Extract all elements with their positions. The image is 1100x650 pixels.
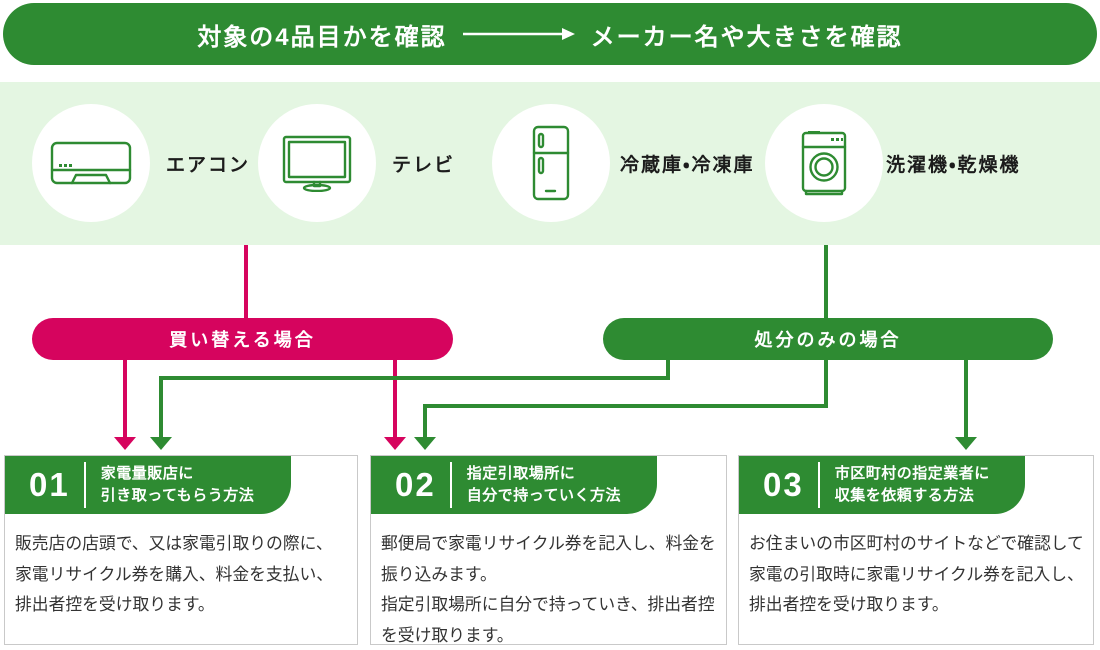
method-card-1-header: 01 家電量販店に 引き取ってもらう方法 xyxy=(5,456,291,514)
arrow-dispose-to-method1-horizontal xyxy=(159,376,670,380)
arrow-replace-to-method2-line xyxy=(393,360,397,438)
arrow-dispose-to-method2-horizontal xyxy=(423,404,828,408)
method-card-2-header: 02 指定引取場所に 自分で持っていく方法 xyxy=(371,456,657,514)
arrow-dispose-to-method1-head xyxy=(150,437,172,450)
method-card-1: 01 家電量販店に 引き取ってもらう方法 販売店の店頭で、又は家電引取りの際に、… xyxy=(4,455,358,645)
arrow-dispose-to-method1-drop xyxy=(666,360,670,380)
replace-case-pill: 買い替える場合 xyxy=(32,318,453,360)
tv-icon xyxy=(282,135,352,192)
dispose-only-label: 処分のみの場合 xyxy=(754,330,902,350)
method-card-1-title-line2: 引き取ってもらう方法 xyxy=(100,487,255,504)
tv-label: テレビ xyxy=(392,155,456,176)
refrigerator-circle xyxy=(492,104,610,222)
tv-circle xyxy=(258,104,376,222)
air-conditioner-icon xyxy=(50,141,132,185)
method-card-2-title-line2: 自分で持っていく方法 xyxy=(466,487,621,504)
method-card-3-header: 03 市区町村の指定業者に 収集を依頼する方法 xyxy=(739,456,1025,514)
arrow-dispose-to-method2-line xyxy=(423,404,427,438)
appliance-band: エアコン テレビ 冷蔵庫・冷凍庫 xyxy=(0,82,1100,245)
method-card-3-title-line1: 市区町村の指定業者に xyxy=(834,465,990,483)
method-card-3-title-line2: 収集を依頼する方法 xyxy=(834,487,975,504)
method-card-3-paragraph: お住まいの市区町村のサイトなどで確認して家電の引取時に家電リサイクル券を記入し、… xyxy=(749,534,1084,615)
method-card-3-number: 03 xyxy=(763,466,804,503)
arrow-dispose-to-method2-drop xyxy=(824,360,828,408)
method-card-2-title-line1: 指定引取場所に xyxy=(466,465,576,483)
dispose-only-pill: 処分のみの場合 xyxy=(603,318,1053,360)
refrigerator-icon xyxy=(532,125,570,201)
step-banner: 対象の4品目かを確認 メーカー名や大きさを確認 xyxy=(3,3,1097,65)
long-right-arrow-icon xyxy=(462,28,575,40)
method-card-1-body: 販売店の店頭で、又は家電引取りの際に、家電リサイクル券を購入、料金を支払い、排出… xyxy=(15,529,349,621)
method-card-2-number: 02 xyxy=(395,466,436,503)
arrow-replace-to-method1-line xyxy=(123,360,127,438)
washing-machine-icon xyxy=(801,131,847,196)
method-card-2-body: 郵便局で家電リサイクル券を記入し、料金を振り込みます。 指定引取場所に自分で持っ… xyxy=(381,529,718,650)
method-card-3: 03 市区町村の指定業者に 収集を依頼する方法 お住まいの市区町村のサイトなどで… xyxy=(738,455,1094,645)
connector-band-to-dispose-pill xyxy=(824,245,828,318)
method-card-2-title: 指定引取場所に 自分で持っていく方法 xyxy=(467,463,621,507)
method-card-2: 02 指定引取場所に 自分で持っていく方法 郵便局で家電リサイクル券を記入し、料… xyxy=(370,455,727,645)
method-card-2-paragraph2: 指定引取場所に自分で持っていき、排出者控を受け取ります。 xyxy=(381,595,715,646)
method-card-3-title: 市区町村の指定業者に 収集を依頼する方法 xyxy=(835,463,990,507)
method-card-3-separator xyxy=(817,462,820,508)
arrow-dispose-to-method2-head xyxy=(414,437,436,450)
air-conditioner-circle xyxy=(32,104,150,222)
method-card-1-paragraph: 販売店の店頭で、又は家電引取りの際に、家電リサイクル券を購入、料金を支払い、排出… xyxy=(15,534,334,615)
washing-machine-circle xyxy=(765,104,883,222)
method-card-1-title: 家電量販店に 引き取ってもらう方法 xyxy=(101,463,255,507)
banner-step2-label: メーカー名や大きさを確認 xyxy=(590,23,903,51)
method-card-2-paragraph: 郵便局で家電リサイクル券を記入し、料金を振り込みます。 xyxy=(381,534,716,584)
replace-case-label: 買い替える場合 xyxy=(169,330,316,350)
arrow-dispose-to-method3-line xyxy=(964,360,968,438)
refrigerator-label: 冷蔵庫・冷凍庫 xyxy=(620,155,755,176)
method-card-3-body: お住まいの市区町村のサイトなどで確認して家電の引取時に家電リサイクル券を記入し、… xyxy=(749,529,1085,621)
arrow-dispose-to-method1-line xyxy=(159,376,163,438)
connector-band-to-replace-pill xyxy=(244,245,248,318)
arrow-replace-to-method2-head xyxy=(384,437,406,450)
method-card-1-number: 01 xyxy=(29,466,70,503)
arrow-dispose-to-method3-head xyxy=(955,437,977,450)
washing-machine-label: 洗濯機・乾燥機 xyxy=(886,155,1021,176)
banner-step1-label: 対象の4品目かを確認 xyxy=(197,23,447,51)
method-card-1-title-line1: 家電量販店に xyxy=(100,465,194,483)
air-conditioner-label: エアコン xyxy=(166,155,251,176)
method-card-1-separator xyxy=(83,462,86,508)
method-card-2-separator xyxy=(449,462,452,508)
arrow-replace-to-method1-head xyxy=(114,437,136,450)
